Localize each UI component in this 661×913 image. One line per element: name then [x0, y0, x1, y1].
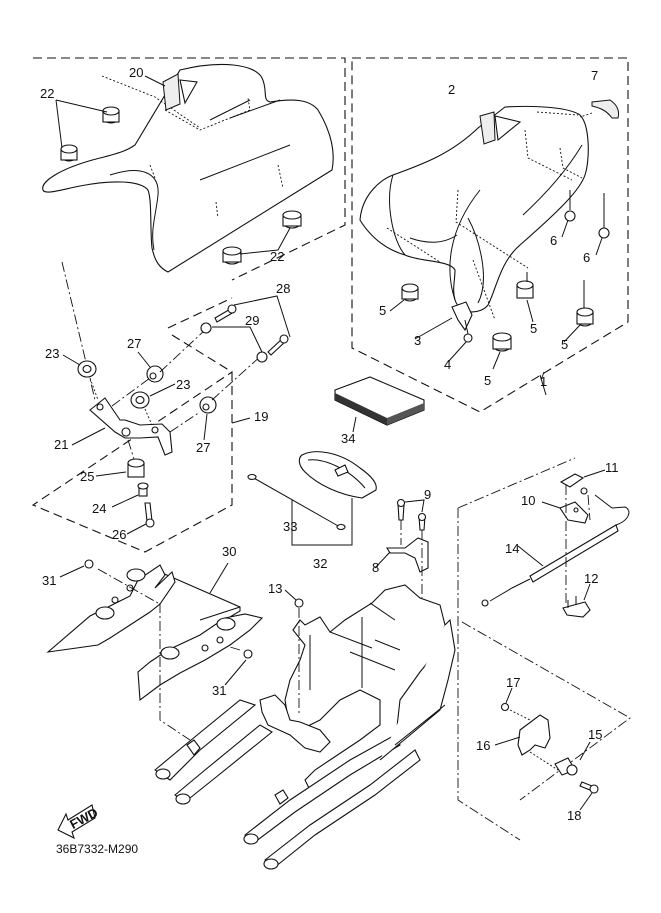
damper-5-set [401, 280, 594, 352]
callout-22[interactable]: 22 [270, 249, 284, 264]
collar-27-set [146, 365, 217, 414]
bracket-16 [517, 714, 551, 756]
callout-27[interactable]: 27 [196, 440, 210, 455]
callout-8[interactable]: 8 [372, 560, 379, 575]
callout-24[interactable]: 24 [92, 501, 106, 516]
rear-seat-group-box [31, 57, 346, 553]
lock-10 [559, 501, 589, 524]
seat-label-sticker-20 [162, 73, 198, 111]
bolt-26 [144, 502, 155, 528]
callout-31[interactable]: 31 [212, 683, 226, 698]
screw-31-set [84, 559, 253, 659]
front-seat-group-box [351, 57, 629, 413]
callout-12[interactable]: 12 [584, 571, 598, 586]
callout-19[interactable]: 19 [254, 409, 268, 424]
callout-2[interactable]: 2 [448, 82, 455, 97]
bracket-subgroup-box [167, 297, 233, 373]
callout-25[interactable]: 25 [80, 469, 94, 484]
grab-rack-30 [46, 564, 264, 702]
callout-31[interactable]: 31 [42, 573, 56, 588]
collar-15 [554, 757, 578, 776]
callout-14[interactable]: 14 [505, 541, 519, 556]
diagram-code: 36B7332-M290 [56, 842, 138, 856]
bracket-21 [89, 397, 173, 456]
collar-24 [137, 482, 149, 497]
callout-15[interactable]: 15 [588, 727, 602, 742]
grommet-23-set [77, 360, 150, 409]
callout-23[interactable]: 23 [176, 377, 190, 392]
seat-pad-32 [298, 451, 377, 499]
callout-5[interactable]: 5 [484, 373, 491, 388]
callout-7[interactable]: 7 [591, 68, 598, 83]
bracket-3 [451, 301, 473, 332]
callout-33[interactable]: 33 [283, 519, 297, 534]
nut-13 [294, 598, 304, 608]
collar-29-set [200, 322, 268, 363]
seat-trim-7 [591, 99, 619, 119]
front-seat[interactable] [359, 105, 589, 321]
nut-4 [463, 333, 473, 343]
callout-34[interactable]: 34 [341, 431, 355, 446]
callout-9[interactable]: 9 [424, 487, 431, 502]
callout-6[interactable]: 6 [583, 250, 590, 265]
callout-28[interactable]: 28 [276, 281, 290, 296]
callout-23[interactable]: 23 [45, 346, 59, 361]
cable-14 [481, 487, 630, 607]
callout-32[interactable]: 32 [313, 556, 327, 571]
fwd-arrow-icon: FWD [57, 804, 100, 840]
callout-5[interactable]: 5 [561, 337, 568, 352]
damper-22-set [60, 106, 302, 265]
callout-1[interactable]: 1 [540, 374, 547, 389]
seat-label-sticker-2 [479, 111, 522, 145]
callout-20[interactable]: 20 [129, 65, 143, 80]
nut-6-set [564, 210, 610, 239]
nut-17 [500, 702, 510, 712]
callout-27[interactable]: 27 [127, 336, 141, 351]
callout-21[interactable]: 21 [54, 437, 68, 452]
damper-25 [127, 458, 145, 478]
bracket-8 [386, 537, 429, 573]
callout-30[interactable]: 30 [222, 544, 236, 559]
bolt-28-set [214, 304, 289, 356]
bolt-18 [579, 781, 599, 794]
owners-manual-34 [334, 376, 425, 426]
callout-22[interactable]: 22 [40, 86, 54, 101]
callout-5[interactable]: 5 [530, 321, 537, 336]
callout-18[interactable]: 18 [567, 808, 581, 823]
callout-6[interactable]: 6 [550, 233, 557, 248]
callout-3[interactable]: 3 [414, 333, 421, 348]
bracket-12 [562, 596, 591, 618]
bolt-9-set [396, 498, 427, 531]
cover-11 [559, 473, 585, 488]
callout-10[interactable]: 10 [521, 493, 535, 508]
callout-17[interactable]: 17 [506, 675, 520, 690]
fwd-label: FWD [67, 805, 100, 832]
rear-frame [154, 584, 456, 870]
wire-33 [247, 473, 346, 531]
callout-16[interactable]: 16 [476, 738, 490, 753]
rear-seat[interactable] [42, 63, 334, 273]
callout-4[interactable]: 4 [444, 357, 451, 372]
callout-11[interactable]: 11 [605, 460, 619, 475]
callout-26[interactable]: 26 [112, 527, 126, 542]
frame-ref-box [457, 457, 631, 841]
callout-5[interactable]: 5 [379, 303, 386, 318]
callout-29[interactable]: 29 [245, 313, 259, 328]
callout-13[interactable]: 13 [268, 581, 282, 596]
